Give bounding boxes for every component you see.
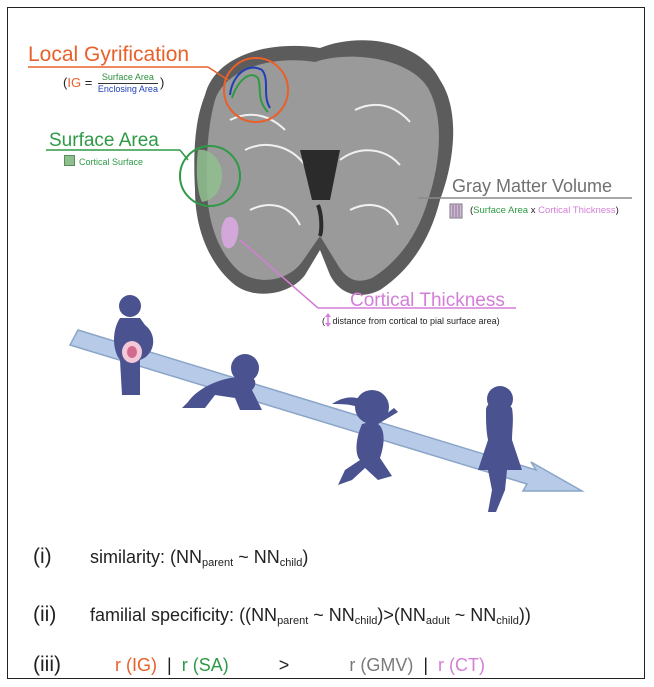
criterion-number: (iii) <box>33 653 61 676</box>
gmv-key-cortical-thickness: Cortical Thickness <box>538 205 616 216</box>
criterion-similarity: (i) similarity: (NNparent ~ NNchild) <box>33 545 309 569</box>
subscript-child: child <box>354 615 378 627</box>
r-gmv: r (GMV) <box>349 655 414 675</box>
greater-than: > <box>278 655 290 675</box>
criterion-label: similarity: <box>90 547 166 567</box>
pregnant-woman-icon <box>114 295 154 395</box>
ig-fraction: Surface Area Enclosing Area <box>97 73 158 94</box>
surface-area-key: Cortical Surface <box>64 155 143 167</box>
cortical-thickness-key: ( distance from cortical to pial surface… <box>322 316 500 326</box>
subscript-child: child <box>279 557 303 569</box>
gmv-key-times: x <box>530 205 536 216</box>
gray-matter-volume-key: (Surface Area x Cortical Thickness) <box>470 205 619 216</box>
walking-woman-icon <box>478 386 522 512</box>
crawling-baby-icon <box>182 354 262 410</box>
surface-area-title: Surface Area <box>49 130 159 151</box>
separator-bar: | <box>423 655 429 675</box>
figure-frame <box>7 7 645 679</box>
separator-bar: | <box>167 655 172 675</box>
subscript-parent: parent <box>202 557 234 569</box>
gray-matter-volume-title: Gray Matter Volume <box>452 176 613 196</box>
surface-area-circle <box>179 145 241 207</box>
nn-symbol: NN <box>399 605 426 625</box>
surface-swatch-icon <box>64 155 75 166</box>
nn-symbol: NN <box>470 605 497 625</box>
brain-slice <box>194 40 454 296</box>
r-ig: r (IG) <box>115 655 158 675</box>
local-gyrification-title: Local Gyrification <box>28 43 190 66</box>
nn-symbol: NN <box>328 605 355 625</box>
gmv-key-surface-area: Surface Area <box>473 205 529 216</box>
surface-area-key-label: Cortical Surface <box>79 157 144 167</box>
ig-numerator: Surface Area <box>97 73 158 84</box>
criterion-familial-specificity: (ii) familial specificity: ((NNparent ~ … <box>33 603 531 627</box>
ig-formula: (IG = Surface Area Enclosing Area ) <box>63 72 165 94</box>
subscript-child: child <box>496 615 519 627</box>
gyrification-circle <box>223 57 289 123</box>
criterion-number: (i) <box>33 545 52 568</box>
volume-cube-icon <box>449 203 463 219</box>
double-arrow-icon <box>325 313 331 327</box>
nn-symbol: NN <box>176 547 203 567</box>
running-child-icon <box>332 390 398 485</box>
criterion-correlation-order: (iii) r (IG) | r (SA) > r (GMV) | r (CT) <box>33 653 485 677</box>
nn-symbol: NN <box>251 605 278 625</box>
r-ct: r (CT) <box>438 655 486 675</box>
subscript-adult: adult <box>425 615 450 627</box>
cortical-thickness-key-label: distance from cortical to pial surface a… <box>332 316 497 326</box>
lifespan-arrow <box>68 329 585 492</box>
cortical-thickness-title: Cortical Thickness <box>350 290 505 311</box>
criterion-number: (ii) <box>33 603 57 626</box>
nn-symbol: NN <box>253 547 280 567</box>
criterion-label: familial specificity: <box>90 605 235 625</box>
ig-symbol: IG <box>67 74 82 90</box>
ig-denominator: Enclosing Area <box>97 84 158 94</box>
subscript-parent: parent <box>277 615 309 627</box>
r-sa: r (SA) <box>181 655 229 675</box>
